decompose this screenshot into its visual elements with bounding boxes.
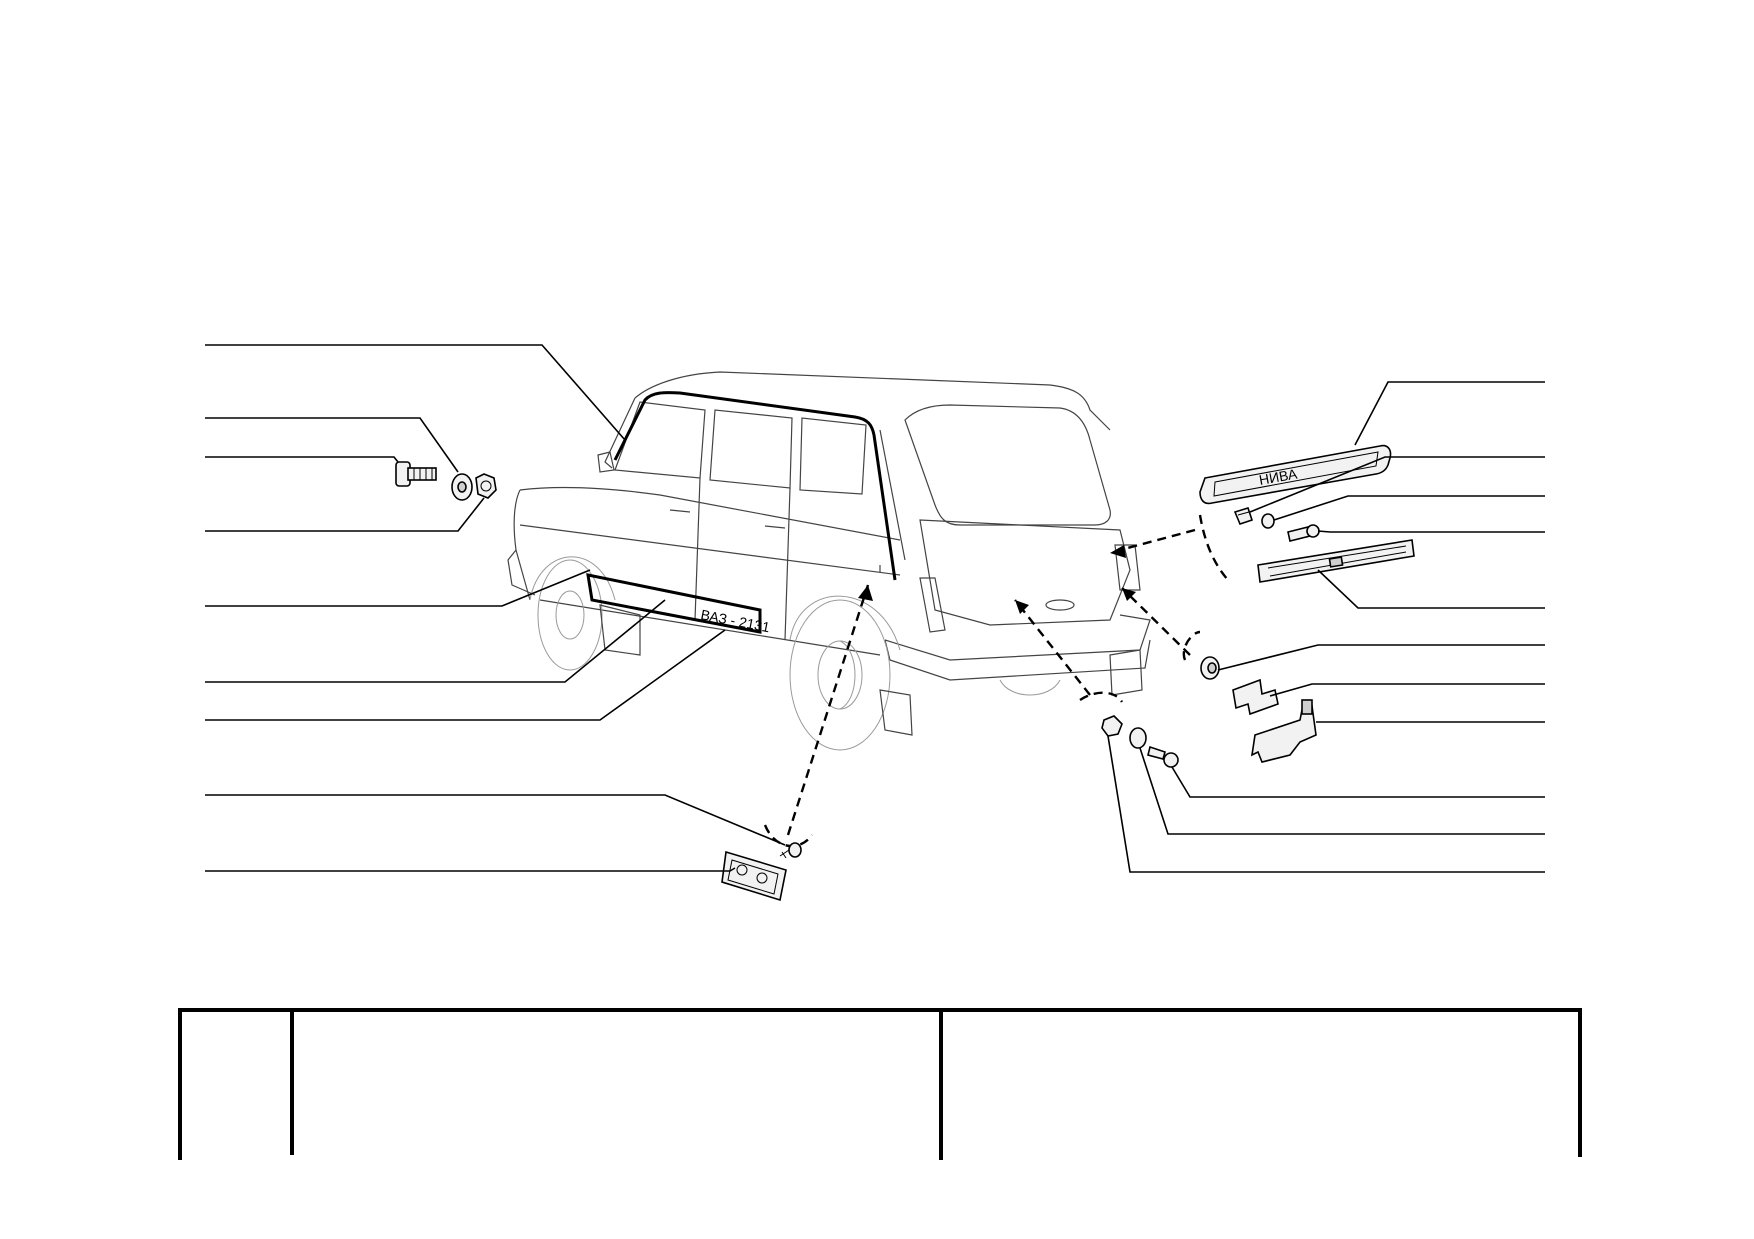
callout-right-10 bbox=[1139, 747, 1545, 835]
square-nut-part bbox=[1101, 715, 1123, 737]
callout-left-6 bbox=[205, 599, 666, 683]
leader-lines-right bbox=[1107, 381, 1545, 873]
callout-right-2 bbox=[1249, 456, 1545, 513]
callout-right-11 bbox=[1107, 735, 1545, 873]
callout-left-3 bbox=[205, 456, 399, 463]
callout-right-9 bbox=[1171, 766, 1545, 798]
callout-right-7 bbox=[1269, 683, 1545, 697]
screw-part-left bbox=[779, 842, 802, 859]
rear-emblem-plate-part: НИВА bbox=[1199, 444, 1392, 505]
washer-part bbox=[451, 473, 473, 501]
clip-part-small bbox=[1233, 507, 1254, 525]
bracket-part-1 bbox=[1232, 678, 1279, 716]
vehicle-illustration bbox=[507, 371, 1151, 751]
license-plate-lamp-part bbox=[721, 850, 787, 902]
nut-part bbox=[475, 473, 497, 499]
callout-left-9 bbox=[205, 867, 736, 872]
washer-part-right bbox=[1261, 513, 1275, 529]
washer-part-lower bbox=[1129, 727, 1147, 749]
name-strip-part bbox=[1257, 539, 1415, 583]
rear-emblem-label: НИВА bbox=[1258, 465, 1299, 488]
callout-right-1 bbox=[1354, 381, 1545, 446]
roof-gutter-molding bbox=[613, 391, 897, 581]
callout-left-7 bbox=[205, 629, 726, 721]
callout-right-3 bbox=[1273, 495, 1545, 521]
callout-right-6 bbox=[1217, 644, 1545, 671]
callout-left-2 bbox=[205, 417, 459, 473]
callout-left-8 bbox=[205, 794, 786, 846]
plug-part bbox=[1200, 656, 1220, 680]
screw-part-right bbox=[1287, 524, 1320, 542]
side-molding-strip bbox=[586, 573, 762, 634]
callout-left-4 bbox=[205, 497, 485, 532]
callout-right-4 bbox=[1317, 530, 1545, 533]
leader-lines-left bbox=[205, 344, 786, 872]
callout-left-1 bbox=[205, 344, 626, 441]
callout-right-5 bbox=[1317, 569, 1545, 609]
bolt-part bbox=[395, 461, 437, 487]
lock-bracket-part bbox=[1250, 699, 1317, 763]
assembly-arrows bbox=[763, 514, 1229, 848]
screw-part-lower bbox=[1147, 745, 1179, 768]
callout-left-5 bbox=[205, 569, 591, 607]
parts-table-frame bbox=[178, 1008, 1582, 1160]
